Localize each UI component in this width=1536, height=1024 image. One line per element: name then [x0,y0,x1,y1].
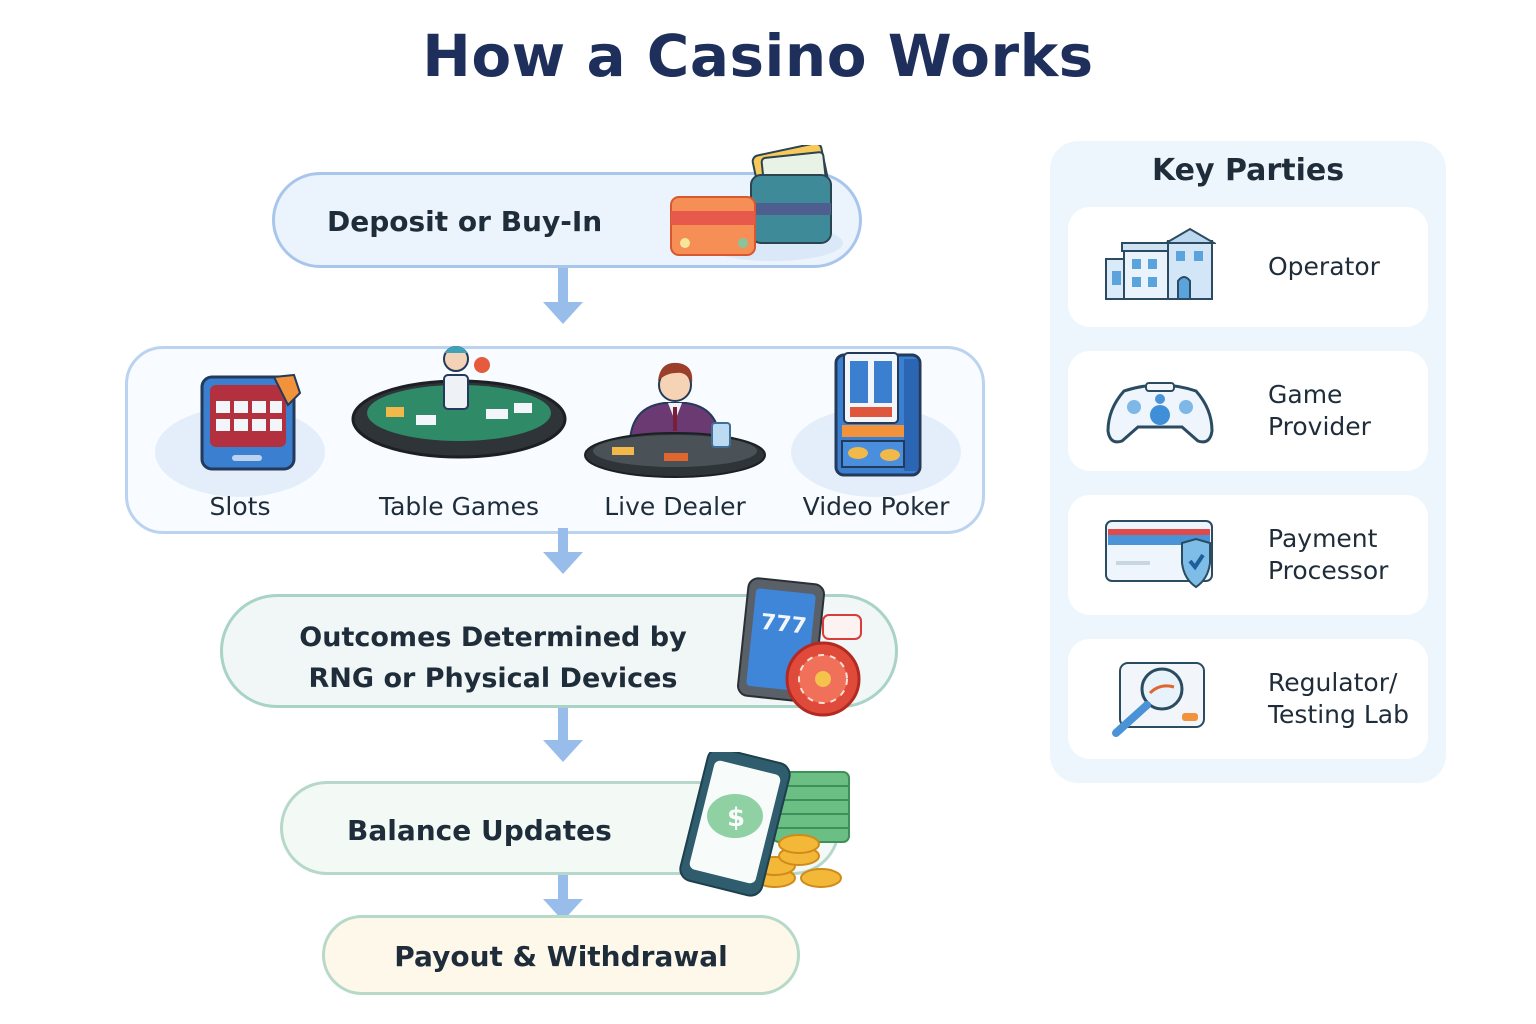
svg-text:777: 777 [759,610,807,640]
key-parties-panel: Key Parties Operator Game Provider [1050,141,1446,783]
step-label: Balance Updates [347,814,612,847]
building-icon [1105,227,1216,300]
phone-cash-coins-icon: $ [679,752,850,897]
party-regulator: Regulator/ Testing Lab [1068,639,1428,759]
flow-arrow [543,528,583,576]
key-parties-title: Key Parties [1151,153,1345,188]
game-slots: Slots [140,349,340,537]
slot-machine-icon [200,373,302,471]
gamepad-icon [1106,382,1214,444]
party-operator: Operator [1068,207,1428,327]
game-video-poker: Video Poker [776,349,976,537]
step-payout: Payout & Withdrawal [322,915,800,995]
page-title: How a Casino Works [422,22,1094,90]
step-label: Payout & Withdrawal [394,940,728,973]
flow-arrow [543,708,583,764]
game-live-dealer: Live Dealer [580,349,770,537]
party-game-provider: Game Provider [1068,351,1428,471]
step-balance: Balance Updates $ [280,752,850,897]
table-games-icon [351,346,567,459]
step-outcomes: Outcomes Determined by RNG or Physical D… [220,577,898,717]
svg-text:$: $ [727,803,745,833]
phone-chip-icon: 777 [737,577,862,717]
step-deposit: Deposit or Buy-In [272,145,862,268]
party-payment-processor: Payment Processor [1068,495,1428,615]
live-dealer-icon [584,362,766,478]
video-poker-icon [834,352,922,477]
wallet-card-icon [670,145,843,261]
flow-arrow [543,268,583,326]
step-label: Deposit or Buy-In [327,205,603,238]
game-table-games: Table Games [338,346,580,537]
step-label: Outcomes Determined by RNG or Physical D… [299,622,687,694]
games-group: Slots Table Games Live Dealer [125,346,985,534]
card-shield-icon [1105,520,1213,589]
magnifier-icon [1112,662,1205,737]
